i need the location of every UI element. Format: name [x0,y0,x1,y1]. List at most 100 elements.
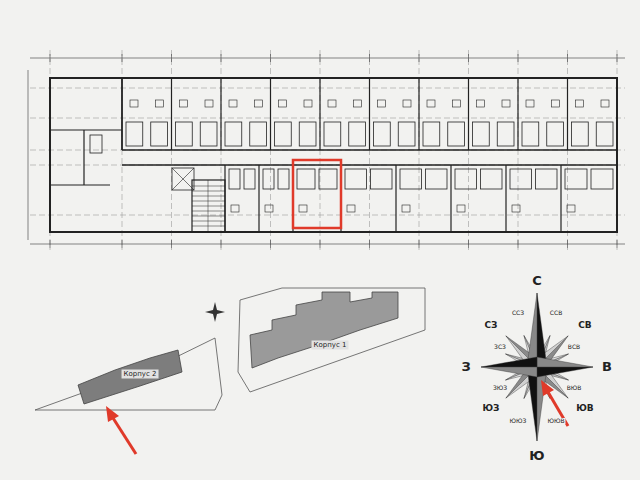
dimension-line [30,244,625,245]
lift [172,168,194,190]
grid-line [221,50,222,250]
tick [320,54,321,62]
tick [369,240,370,248]
tick [270,240,271,248]
bathroom [596,122,613,146]
bathroom [510,169,532,189]
partition-wall [517,78,518,150]
bathroom [244,169,255,189]
bathroom [345,169,367,189]
tick [468,54,469,62]
compass-rose [481,293,593,441]
fixture [347,205,355,212]
bathroom [398,122,415,146]
partition-wall [220,78,221,150]
tick [567,54,568,62]
partition-wall [395,165,396,232]
tick [122,240,123,248]
stair-step [192,206,225,207]
stair-step [192,211,225,212]
rose-ray [537,357,593,367]
tick [270,54,271,62]
rose-ray [481,367,537,377]
stair-step [192,201,225,202]
grid-line [468,50,469,250]
building-2 [78,350,182,404]
partition-wall [505,165,506,232]
grid-lines [30,50,625,250]
tick [171,54,172,62]
partition-wall [258,165,259,232]
fixture [231,205,239,212]
bathroom [473,122,490,146]
partition-wall [560,165,561,232]
fixture [567,205,575,212]
fixture [90,135,102,153]
dimension-line [30,58,625,59]
bathroom [374,122,391,146]
tick [221,54,222,62]
rose-ray [481,357,537,367]
bathroom [400,169,422,189]
tick [617,54,618,62]
bathroom [423,122,440,146]
bathroom [250,122,267,146]
fixture [457,205,465,212]
bathroom [522,122,539,146]
building-label: Корпус 2 [122,370,159,379]
bathroom [481,169,503,189]
bathroom [349,122,366,146]
rose-ray [537,367,593,377]
wall [50,129,122,130]
fixture [255,100,263,107]
bathroom [176,122,193,146]
tick [468,240,469,248]
grid-line [122,50,123,250]
compass-label: СЗ [485,321,498,330]
wall [83,130,84,185]
plot-outline [238,288,425,392]
lift [172,168,194,190]
tick [567,240,568,248]
staircase [192,180,225,232]
stairs [192,180,225,232]
bathroom [229,169,240,189]
tick [518,240,519,248]
bathroom [324,122,341,146]
compass-label: Ю [529,449,544,462]
tick [122,54,123,62]
compass-label: СВ [578,321,591,330]
bathroom [572,122,589,146]
fixture [502,100,510,107]
fixture [156,100,164,107]
stair-step [192,186,225,187]
compass-label: ЗСЗ [493,344,507,350]
grid-line [369,50,370,250]
fixture [601,100,609,107]
building-1 [250,292,398,368]
partition-wall [121,78,122,150]
grid-line [30,215,625,216]
grid-line [419,50,420,250]
fixture [552,100,560,107]
tick [50,240,51,248]
grid-line [171,50,172,250]
bathroom [263,169,274,189]
bathroom [126,122,143,146]
fixture [453,100,461,107]
fixture [526,100,534,107]
rose-ray [537,293,547,367]
wall [50,184,110,185]
fixture [512,205,520,212]
partition-wall [468,78,469,150]
partition-wall [418,78,419,150]
building-label: Корпус 1 [312,341,349,350]
fixture [205,100,213,107]
fixture [427,100,435,107]
grid-line [320,50,321,250]
bathroom [297,169,315,189]
bathroom [591,169,613,189]
fixture [304,100,312,107]
stair-step [192,191,225,192]
